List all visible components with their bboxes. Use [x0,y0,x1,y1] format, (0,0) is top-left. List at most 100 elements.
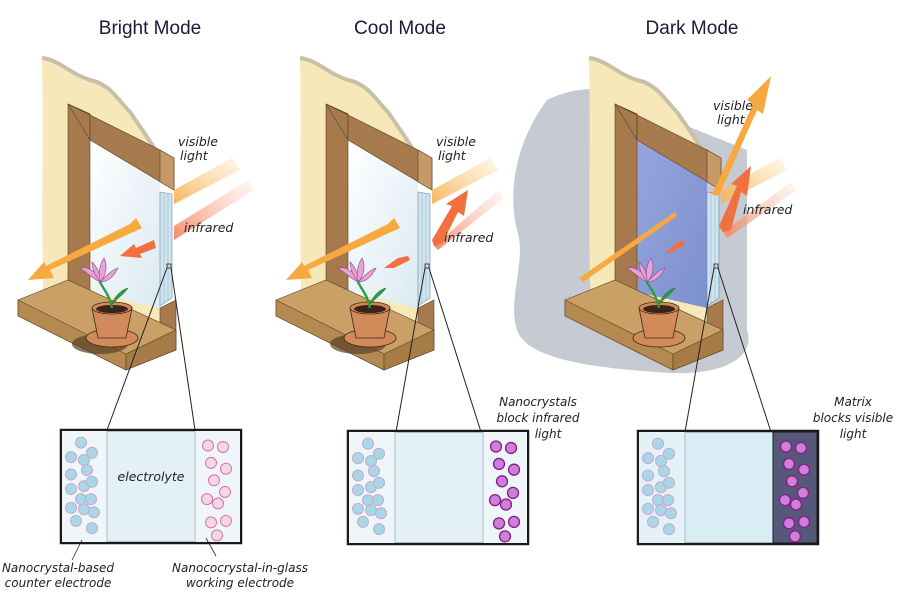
nanocrystal-particle [373,523,385,536]
counter-particles [352,437,387,536]
nanocrystal-particle [779,440,793,453]
working-particles-ir [488,440,521,543]
nanocrystal-particle [212,497,224,510]
nanocrystal-particle [652,494,664,507]
nanocrystal-particle [642,452,654,465]
nanocrystal-particle [797,463,811,476]
nanocrystal-particle [658,465,670,478]
nanocrystal-particle [655,504,667,517]
nanocrystal-particle [507,515,521,529]
working-electrode-layer [195,431,240,542]
window-glass-tinted [637,140,707,308]
nanocrystal-particle [492,457,506,471]
nanocrystal-particle [797,515,811,529]
nanocrystal-particle [88,506,100,519]
panel-title: Cool Mode [354,18,446,39]
nanocrystal-particle [504,441,518,455]
nanocrystal-particle [65,501,77,514]
counter-particles [65,436,100,535]
nanocrystal-particle [65,451,77,464]
nanocrystal-particle [220,462,232,475]
nanocrystal-particle [652,437,664,450]
visible-residual-arrow [579,212,677,282]
working-particles-dark [778,440,811,543]
nanocrystal-particle [357,515,369,528]
visible-light-beam [174,158,240,204]
nanocrystal-particle [778,493,792,507]
nanocrystal-particle [782,517,796,530]
nanocrystal-particle [375,507,387,520]
nanocrystal-particle [642,484,654,496]
nanocrystal-particle [86,522,98,535]
nanocrystal-particle [362,494,374,507]
infrared-residual-arrow [665,240,685,254]
zoom-line [428,267,482,433]
infrared-beam [434,190,504,250]
nanocrystal-particle [507,463,521,476]
glass-edge [706,191,720,307]
nanocrystal-particle [663,447,675,460]
nanocrystal-particle [506,486,520,500]
infrared-beam [723,182,797,238]
visible-light-beam [432,158,498,204]
nanocrystal-particle [78,503,90,516]
nanocrystal-particle [663,523,675,536]
nanocrystal-particle [217,440,229,453]
nanocrystal-particle [75,493,87,506]
nanocrystal-particle [352,469,364,482]
nanocrystal-particle [785,475,799,488]
nanocrystal-particle [352,502,364,515]
window-glass [348,140,418,308]
nanocrystal-particle [205,456,217,469]
glass-edge [417,191,431,307]
infrared-residual-arrow [384,256,410,268]
infrared-beam [174,180,254,240]
zoom-marker [166,263,172,269]
zoom-line [170,267,196,431]
panel-title: Bright Mode [99,18,201,39]
nanocrystal-particle [789,498,803,511]
nanocrystal-particle [665,507,677,520]
window-glass [90,140,160,308]
zoom-line [395,267,426,433]
label-infrared: infrared [184,220,233,235]
nanocrystal-particle [663,476,675,489]
visible-transmitted-arrow [28,218,142,280]
zoom-line [717,267,772,433]
infrared-reflected-arrow [432,190,468,246]
nanocrystal-particle [495,475,509,488]
nanocrystal-particle [647,515,659,528]
panel-title: Dark Mode [646,18,739,39]
counter-particles [642,437,677,536]
nanocrystal-particle [642,502,654,515]
nanocrystal-particle [492,517,506,530]
nanocrystal-particle [796,486,810,500]
zoom-line [106,267,168,431]
working-particles [201,439,232,542]
nanocrystal-particle [219,485,231,498]
nanocrystal-particle [211,529,223,542]
nanocrystal-particle [202,439,214,452]
nanocrystal-particle [75,436,87,449]
zoom-marker [424,263,430,269]
nanocrystal-particle [65,483,77,495]
nanocrystal-particle [365,504,377,517]
visible-transmitted-arrow [286,218,400,280]
label-infrared: infrared [743,202,792,217]
nanocrystal-particle [788,530,802,543]
nanocrystal-particle [352,484,364,496]
nanocrystal-particle [85,493,97,506]
